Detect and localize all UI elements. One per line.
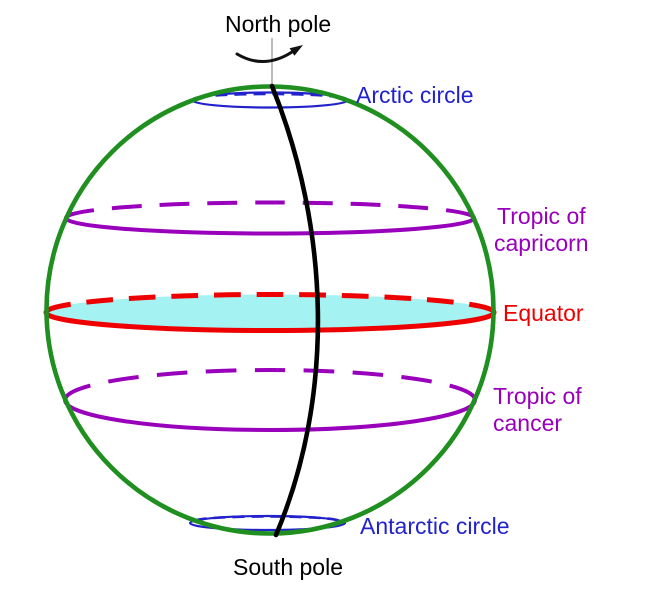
arctic-circle-label: Arctic circle — [356, 82, 474, 108]
north-pole-label: North pole — [225, 11, 331, 37]
tropic-cancer-label-line2: cancer — [493, 410, 562, 436]
tropic-cancer-back-edge — [63, 368, 477, 401]
antarctic-circle-label: Antarctic circle — [360, 513, 510, 539]
equator-front-edge — [43, 310, 497, 333]
tropic-capricorn-label-line1: Tropic of — [497, 203, 586, 229]
tropic-capricorn-label-line2: capricorn — [494, 230, 589, 256]
tropic-capricorn-front-edge — [64, 216, 476, 236]
tropic-cancer-label-line1: Tropic of — [493, 383, 582, 409]
antarctic-circle-ellipse — [188, 514, 347, 532]
south-pole-label: South pole — [233, 554, 343, 580]
equator-back-edge — [43, 292, 497, 314]
meridian-curve — [269, 83, 321, 538]
rotation-arrow-icon — [235, 45, 303, 63]
tropic-cancer-front-edge — [63, 398, 477, 432]
equator-disk-fill — [46, 294, 494, 331]
equator-label: Equator — [503, 300, 584, 326]
antarctic-circle-back-edge — [193, 515, 341, 523]
tropic-capricorn-back-edge — [64, 200, 476, 219]
